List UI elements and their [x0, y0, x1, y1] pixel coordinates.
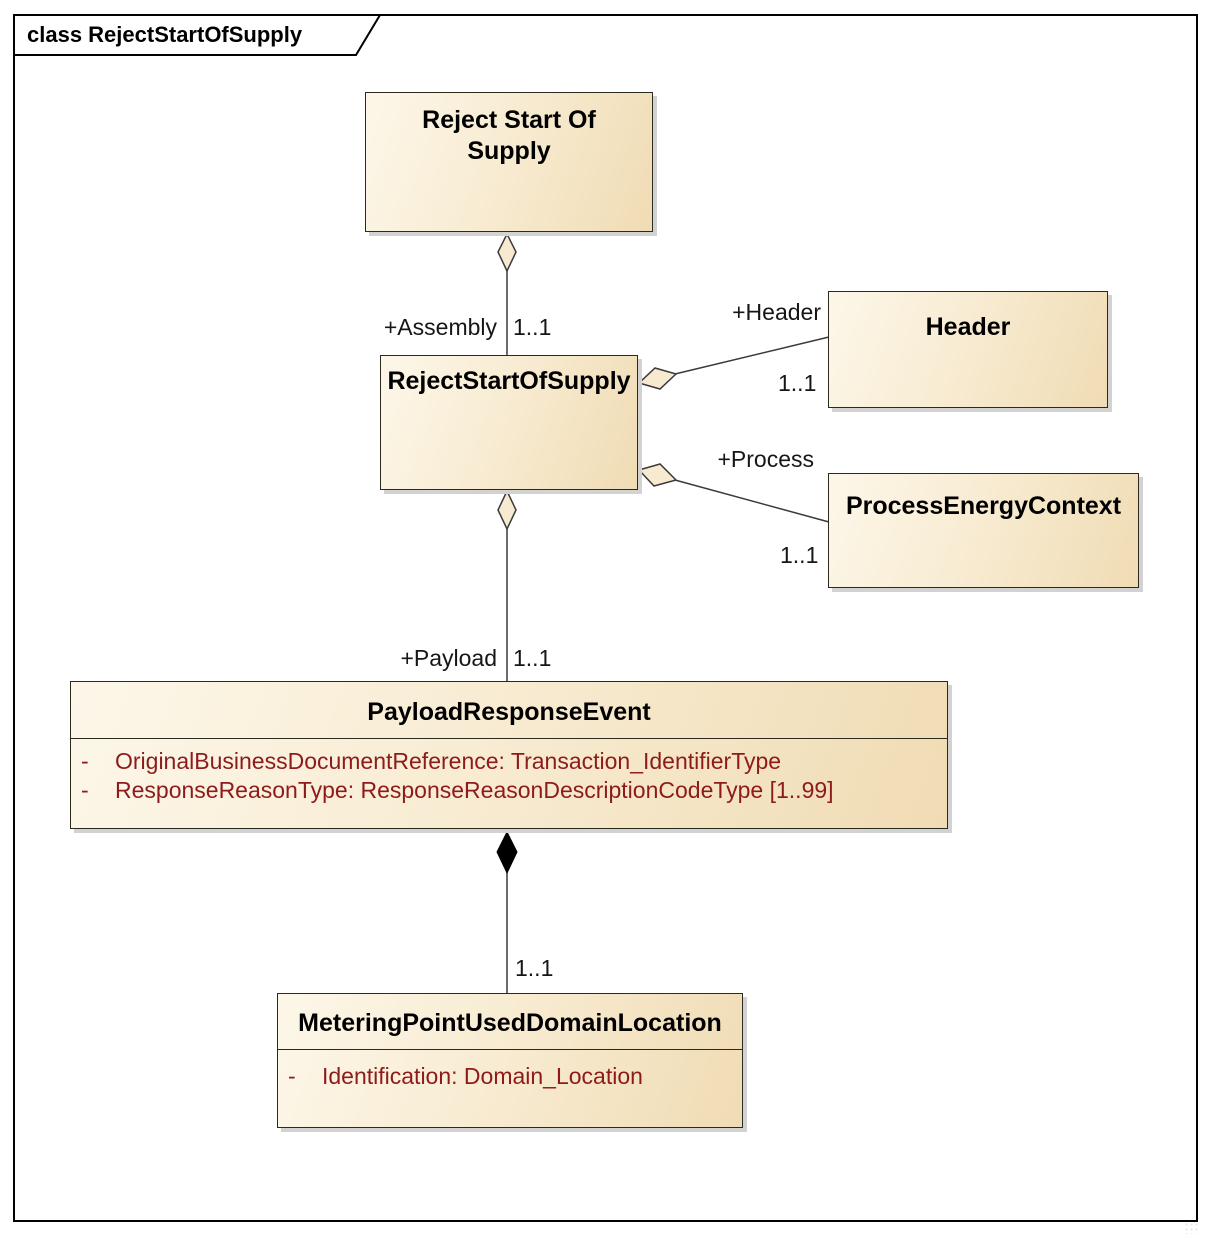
class-box-payloadresponseevent[interactable]: PayloadResponseEvent - OriginalBusinessD… — [70, 681, 948, 829]
process-connector-line — [674, 479, 830, 523]
class-box-header[interactable]: Header — [828, 291, 1108, 408]
attribute-visibility: - — [81, 777, 89, 803]
class-title: Reject Start Of Supply — [422, 106, 596, 165]
attribute-text: ResponseReasonType: ResponseReasonDescri… — [115, 777, 834, 803]
class-title: Header — [925, 313, 1011, 341]
assembly-role-label: +Assembly — [383, 314, 497, 340]
class-title: MeteringPointUsedDomainLocation — [298, 1009, 722, 1037]
metering-multiplicity-label: 1..1 — [515, 955, 554, 981]
header-aggregation-diamond-icon — [637, 367, 678, 390]
attribute-compartment: - OriginalBusinessDocumentReference: Tra… — [71, 738, 947, 805]
assembly-multiplicity-label: 1..1 — [513, 314, 552, 340]
process-multiplicity-label: 1..1 — [780, 542, 819, 568]
payload-role-label: +Payload — [400, 645, 497, 671]
class-title: PayloadResponseEvent — [367, 698, 651, 726]
process-aggregation-diamond-icon — [637, 463, 678, 487]
class-box-reject-start-of-supply-object[interactable]: Reject Start Of Supply — [365, 92, 653, 232]
frame-title: class RejectStartOfSupply — [27, 22, 303, 47]
metering-composition-diamond-icon — [496, 830, 518, 875]
header-role-label: +Header — [732, 299, 821, 325]
class-title: RejectStartOfSupply — [387, 367, 631, 395]
process-role-label: +Process — [717, 446, 814, 472]
attribute-row: - ResponseReasonType: ResponseReasonDesc… — [71, 776, 947, 805]
attribute-visibility: - — [81, 748, 89, 774]
attribute-text: Identification: Domain_Location — [322, 1063, 643, 1089]
attribute-row: - OriginalBusinessDocumentReference: Tra… — [71, 747, 947, 776]
attribute-text: OriginalBusinessDocumentReference: Trans… — [115, 748, 782, 774]
payload-multiplicity-label: 1..1 — [513, 645, 552, 671]
class-box-processenergycontext[interactable]: ProcessEnergyContext — [828, 473, 1139, 588]
class-title: ProcessEnergyContext — [845, 492, 1122, 520]
watermark-dots — [1184, 1222, 1200, 1234]
class-box-rejectstartofsupply[interactable]: RejectStartOfSupply — [380, 355, 638, 490]
class-box-meteringpointuseddomainlocation[interactable]: MeteringPointUsedDomainLocation - Identi… — [277, 993, 743, 1128]
attribute-row: - Identification: Domain_Location — [278, 1062, 742, 1091]
header-connector-line — [674, 336, 830, 375]
header-multiplicity-label: 1..1 — [778, 370, 817, 396]
attribute-visibility: - — [288, 1063, 296, 1089]
attribute-compartment: - Identification: Domain_Location — [278, 1049, 742, 1091]
assembly-aggregation-diamond-icon — [497, 232, 517, 273]
payload-aggregation-diamond-icon — [497, 489, 517, 531]
